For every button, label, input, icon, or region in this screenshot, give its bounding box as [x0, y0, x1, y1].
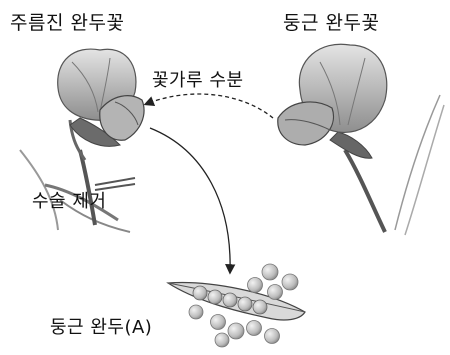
wrinkled-pea-flower: [19, 48, 145, 233]
round-flower-title: 둥근 완두꽃: [283, 12, 380, 34]
round-peas: [188, 263, 299, 348]
pea-pod: [166, 281, 306, 321]
round-pea-flower: [277, 43, 445, 236]
pollination-arrow: [143, 93, 274, 119]
round-pea-result-label: 둥근 완두(A): [50, 317, 153, 338]
emasculation-label: 수술 제거: [32, 191, 107, 212]
wrinkled-flower-title: 주름진 완두꽃: [10, 12, 125, 34]
result-arrow: [149, 127, 236, 275]
pollination-label: 꽃가루 수분: [152, 70, 244, 91]
